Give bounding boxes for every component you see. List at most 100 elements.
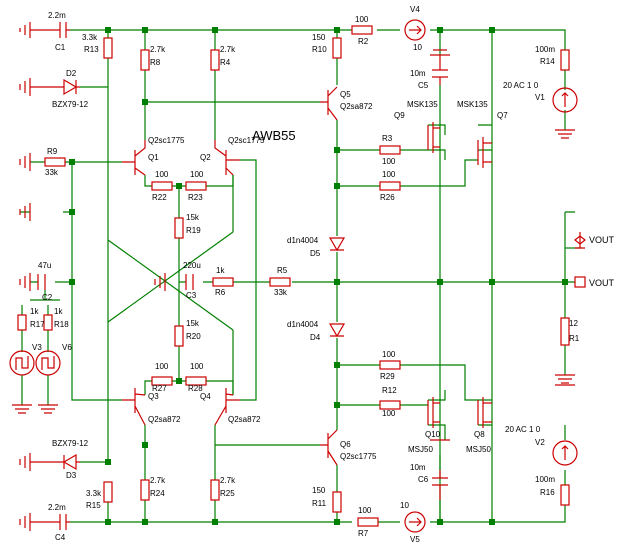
r24	[140, 479, 150, 501]
r6	[212, 277, 234, 287]
label-q4-name: Q4	[200, 392, 211, 401]
label-r24-name: R24	[150, 489, 165, 498]
label-d2-val: BZX79-12	[52, 100, 89, 109]
label-q4-model: Q2sa872	[228, 415, 261, 424]
r11	[332, 491, 342, 513]
label-r18-val: 1k	[54, 307, 63, 316]
bjt-transistors	[122, 86, 338, 466]
c2-plates	[37, 274, 46, 290]
label-d3-val: BZX79-12	[52, 439, 89, 448]
label-v5-name: V5	[410, 535, 420, 544]
label-r16-name: R16	[540, 488, 555, 497]
label-r20-val: 15k	[186, 319, 200, 328]
label-r9-val: 33k	[45, 168, 59, 177]
label-r25-val: 2.7k	[220, 476, 236, 485]
label-r19-name: R19	[186, 226, 201, 235]
label-c2-val: 47u	[38, 261, 51, 270]
r16	[560, 484, 570, 506]
label-r7-name: R7	[358, 529, 369, 538]
r10	[332, 37, 342, 59]
r15	[103, 481, 113, 503]
label-v4-val: 10	[413, 43, 422, 52]
label-d4-name: D4	[310, 333, 321, 342]
r26	[379, 181, 401, 191]
label-c3-name: C3	[186, 291, 197, 300]
r29	[379, 360, 401, 370]
label-r29-val: 100	[382, 350, 396, 359]
r2	[351, 25, 373, 35]
label-q8-name: Q8	[474, 430, 485, 439]
label-r27-name: R27	[152, 384, 167, 393]
label-r3-name: R3	[382, 134, 393, 143]
label-r26-name: R26	[380, 193, 395, 202]
r25	[210, 479, 220, 501]
label-r14-val: 100m	[535, 45, 555, 54]
label-q2-name: Q2	[200, 153, 211, 162]
schematic-title: AWB55	[252, 128, 296, 143]
label-r3-val: 100	[382, 157, 396, 166]
r17	[17, 314, 27, 331]
label-r27-val: 100	[155, 362, 169, 371]
label-r12-name: R12	[382, 386, 397, 395]
r19	[174, 217, 184, 239]
r20	[174, 325, 184, 347]
label-q7-name: Q7	[497, 111, 508, 120]
label-c4-name: C4	[55, 533, 66, 542]
wires	[20, 29, 580, 525]
label-r10-name: R10	[312, 45, 327, 54]
label-r24-val: 2.7k	[150, 476, 166, 485]
label-v1-name: V1	[535, 93, 545, 102]
label-r23-name: R23	[188, 193, 203, 202]
label-r1-val: 12	[569, 319, 578, 328]
r27	[151, 376, 173, 386]
label-r16-val: 100m	[535, 475, 555, 484]
label-r17-name: R17	[30, 320, 45, 329]
label-r4-val: 2.7k	[220, 45, 236, 54]
label-r9-name: R9	[47, 147, 58, 156]
label-r2-val: 100	[355, 15, 369, 24]
label-q1-name: Q1	[148, 153, 159, 162]
label-d5-name: D5	[310, 249, 321, 258]
r14	[560, 49, 570, 71]
label-r29-name: R29	[380, 372, 395, 381]
label-c5-name: C5	[418, 81, 429, 90]
label-r2-name: R2	[358, 37, 369, 46]
label-c2-name: C2	[42, 293, 53, 302]
label-r17-val: 1k	[30, 307, 39, 316]
label-q6-model: Q2sc1775	[340, 452, 377, 461]
resistors	[17, 25, 570, 527]
r22	[151, 181, 173, 191]
r23	[185, 181, 207, 191]
r28	[185, 376, 207, 386]
label-v3-name: V3	[32, 343, 42, 352]
label-r5-val: 33k	[274, 288, 288, 297]
ground-symbols	[12, 22, 585, 531]
label-q10-model: MSJ50	[408, 445, 433, 454]
label-c6-name: C6	[418, 475, 429, 484]
label-q6-name: Q6	[340, 440, 351, 449]
label-r28-name: R28	[188, 384, 203, 393]
r12	[379, 400, 401, 410]
sources	[9, 19, 578, 533]
label-q5-model: Q2sa872	[340, 102, 373, 111]
label-r23-val: 100	[190, 170, 204, 179]
mosfets	[427, 122, 492, 428]
label-c6-val: 10m	[410, 463, 426, 472]
label-vout2: VOUT	[589, 278, 615, 288]
r1	[560, 317, 570, 346]
junctions	[69, 27, 568, 525]
label-r11-val: 150	[312, 486, 326, 495]
label-c4-val: 2.2m	[48, 503, 66, 512]
label-q3-model: Q2sa872	[148, 415, 181, 424]
vout-markers	[574, 235, 586, 288]
label-q9-model: MSK135	[407, 100, 438, 109]
label-q9-name: Q9	[394, 111, 405, 120]
label-c1-name: C1	[55, 43, 66, 52]
label-r19-val: 15k	[186, 213, 200, 222]
label-q2-model: Q2sc1775	[228, 136, 265, 145]
label-q1-model: Q2sc1775	[148, 136, 185, 145]
label-r18-name: R18	[54, 320, 69, 329]
label-r5-name: R5	[277, 266, 288, 275]
